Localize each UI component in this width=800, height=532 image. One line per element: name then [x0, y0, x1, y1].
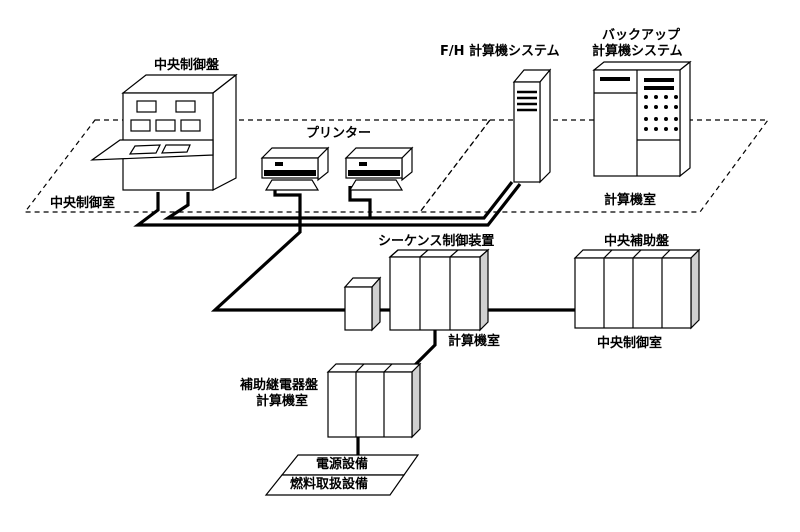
label-aux-relay-line2: 計算機室 — [256, 394, 309, 409]
label-central-control-room-top: 中央制御室 — [50, 196, 116, 211]
central-control-panel — [90, 73, 238, 191]
aux-relay-panel-cabinet — [326, 362, 422, 439]
label-backup-line2: 計算機システム — [592, 44, 683, 59]
label-printer: プリンター — [306, 126, 372, 141]
sequence-controller-cabinet — [388, 248, 490, 332]
printer-1 — [260, 146, 330, 191]
label-central-aux-panel: 中央補助盤 — [604, 234, 670, 249]
central-control-room-area — [23, 119, 492, 213]
label-power-equipment: 電源設備 — [316, 457, 369, 472]
label-central-control-panel: 中央制御盤 — [154, 58, 220, 73]
label-sequence-controller: シーケンス制御装置 — [378, 234, 495, 249]
small-control-unit — [343, 276, 382, 332]
label-computer-room-top: 計算機室 — [604, 193, 657, 208]
backup-computer-cabinet — [592, 60, 692, 178]
fuel-handling-slab — [264, 474, 406, 496]
label-backup-line1: バックアップ — [602, 28, 681, 43]
fh-computer-tower — [512, 68, 552, 184]
central-aux-panel-cabinet — [573, 248, 701, 330]
label-central-control-room-mid: 中央制御室 — [597, 336, 663, 351]
label-aux-relay-line1: 補助継電器盤 — [240, 378, 319, 393]
printer-2 — [344, 146, 414, 191]
label-fh-computer-system: F/H 計算機システム — [440, 44, 560, 59]
label-fuel-handling: 燃料取扱設備 — [290, 477, 369, 492]
label-computer-room-mid: 計算機室 — [448, 334, 501, 349]
